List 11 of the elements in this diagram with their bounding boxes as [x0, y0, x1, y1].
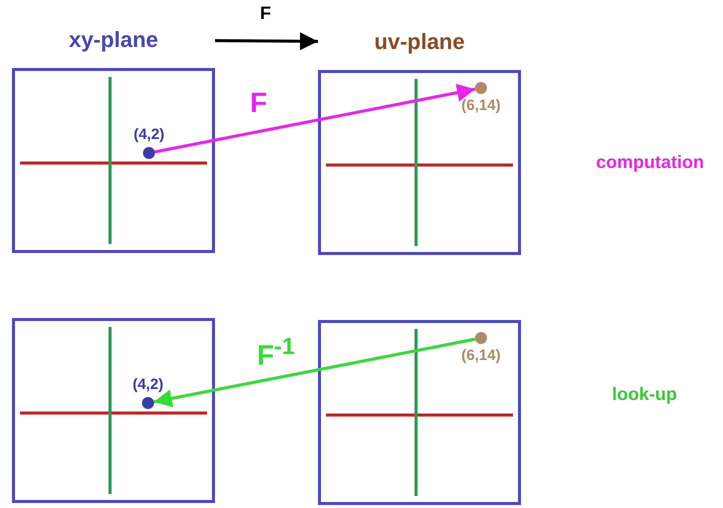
side-label: look-up: [612, 384, 677, 405]
point-label: (4,2): [132, 125, 166, 145]
point-label: (4,2): [132, 375, 164, 395]
side-label: computation: [596, 152, 704, 173]
point-label: (6,14): [460, 346, 502, 366]
plane-heading: xy-plane: [68, 26, 160, 54]
arrow: [154, 338, 476, 408]
plane-heading: uv-plane: [373, 28, 466, 56]
arrow: [154, 84, 476, 154]
point-label: (6,14): [460, 96, 502, 116]
arrow: [214, 32, 318, 50]
